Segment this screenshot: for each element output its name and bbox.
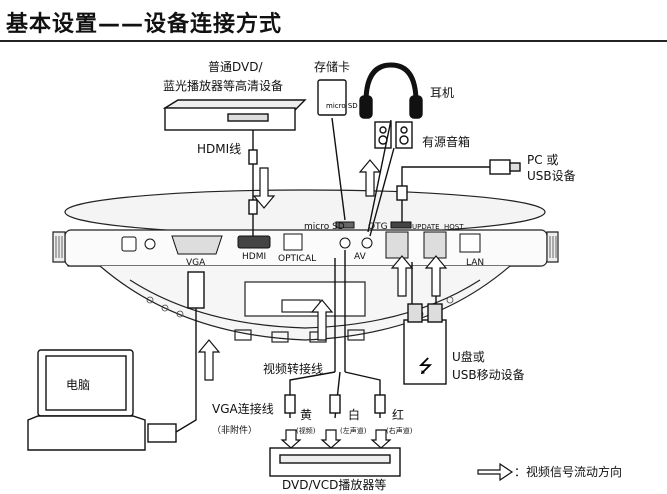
legend-label: ：视频信号流动方向 <box>514 465 623 479</box>
port-panel <box>121 221 481 259</box>
av-jack <box>339 237 351 249</box>
usb-plug <box>489 159 511 175</box>
usb-update-port <box>385 231 409 259</box>
white-sub-label: (左声道) <box>340 427 367 435</box>
usb-host-port <box>423 231 447 259</box>
hdmi-port <box>237 235 271 249</box>
microsd-slot <box>335 221 355 229</box>
vga-cable-label: VGA连接线 <box>212 402 274 416</box>
port-optical-label: OPTICAL <box>278 254 317 264</box>
red-sub-label: (右声道) <box>386 427 413 435</box>
arrow-audio <box>358 159 382 197</box>
sd-card <box>317 79 347 116</box>
sd-card-print: micro SD <box>326 102 358 110</box>
headphones <box>363 62 419 103</box>
red-label: 红 <box>392 408 405 422</box>
headphones-label: 耳机 <box>430 86 455 100</box>
vga-port <box>171 235 223 255</box>
pc-label-1: PC 或 <box>527 153 559 167</box>
port-lan-label: LAN <box>466 258 485 268</box>
lan-port <box>459 233 481 253</box>
port-update-label: UPDATE <box>412 223 440 231</box>
sd-card-label: 存储卡 <box>314 60 351 74</box>
vcd-player-label: DVD/VCD播放器等 <box>282 478 387 492</box>
computer-label: 电脑 <box>66 378 91 392</box>
usb-drive-label-2: USB移动设备 <box>452 368 525 382</box>
white-label: 白 <box>348 408 361 422</box>
arrow-av <box>310 299 334 341</box>
vga-note-label: （非附件） <box>212 426 258 436</box>
port-host-label: HOST <box>444 223 464 231</box>
vga-plug <box>187 271 205 309</box>
port-vga-label: VGA <box>186 258 206 268</box>
legend-arrow <box>477 462 514 482</box>
page-title: 基本设置——设备连接方式 <box>6 12 283 37</box>
yellow-label: 黄 <box>300 408 313 422</box>
optical-port <box>283 233 303 251</box>
signal-arrows <box>197 159 514 482</box>
arrow-hdmi <box>252 167 276 209</box>
otg-port <box>390 221 412 229</box>
hdmi-cable-label: HDMI线 <box>197 142 242 156</box>
headphone-jack <box>361 237 373 249</box>
video-cable-label: 视频转接线 <box>263 362 324 376</box>
usb-drive <box>403 319 447 385</box>
port-hdmi-label: HDMI <box>242 252 267 262</box>
speakers-label: 有源音箱 <box>422 135 471 149</box>
port-otg-label: OTG <box>368 222 388 232</box>
port-av-label: AV <box>354 252 366 262</box>
vga-plug-laptop <box>147 423 177 443</box>
arrow-usb2 <box>424 255 448 297</box>
laptop-keyboard <box>27 415 146 451</box>
usb-drive-label-1: U盘或 <box>452 350 485 364</box>
port-microsd-label: micro SD <box>304 222 345 232</box>
title-divider <box>0 40 667 42</box>
arrow-vga <box>197 339 221 381</box>
usb-symbol: ⭍ <box>418 356 433 377</box>
power-button <box>121 236 137 252</box>
pc-label-2: USB设备 <box>527 169 576 183</box>
yellow-sub-label: (视频) <box>296 427 316 435</box>
arrow-usb1 <box>390 255 414 297</box>
vent-grille <box>55 236 557 318</box>
dvd-player-label-1: 普通DVD/ <box>208 60 263 74</box>
dvd-player-label-2: 蓝光播放器等高清设备 <box>163 79 284 93</box>
